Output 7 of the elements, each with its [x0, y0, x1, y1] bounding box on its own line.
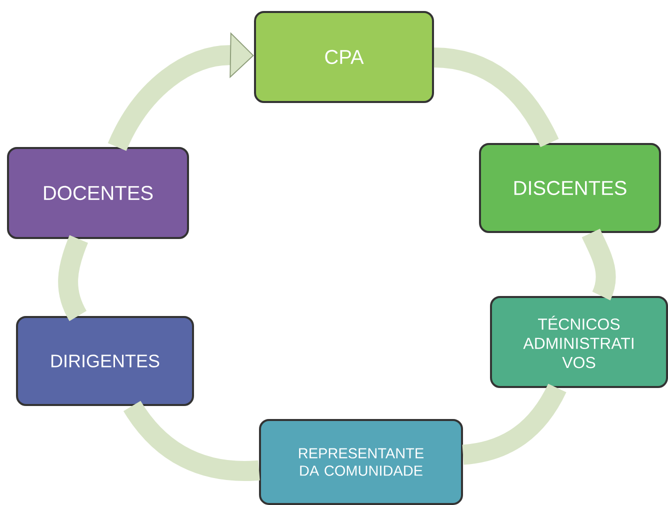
- process-box: TÉCNICOS ADMINISTRATI VOS: [490, 296, 668, 388]
- process-box: DOCENTES: [7, 147, 189, 239]
- process-box: REPRESENTANTE DA COMUNIDADE: [259, 419, 463, 505]
- process-box: DIRIGENTES: [16, 316, 194, 406]
- process-box: CPA: [254, 11, 434, 103]
- cycle-arrow: [108, 32, 254, 152]
- process-box: DISCENTES: [479, 143, 661, 233]
